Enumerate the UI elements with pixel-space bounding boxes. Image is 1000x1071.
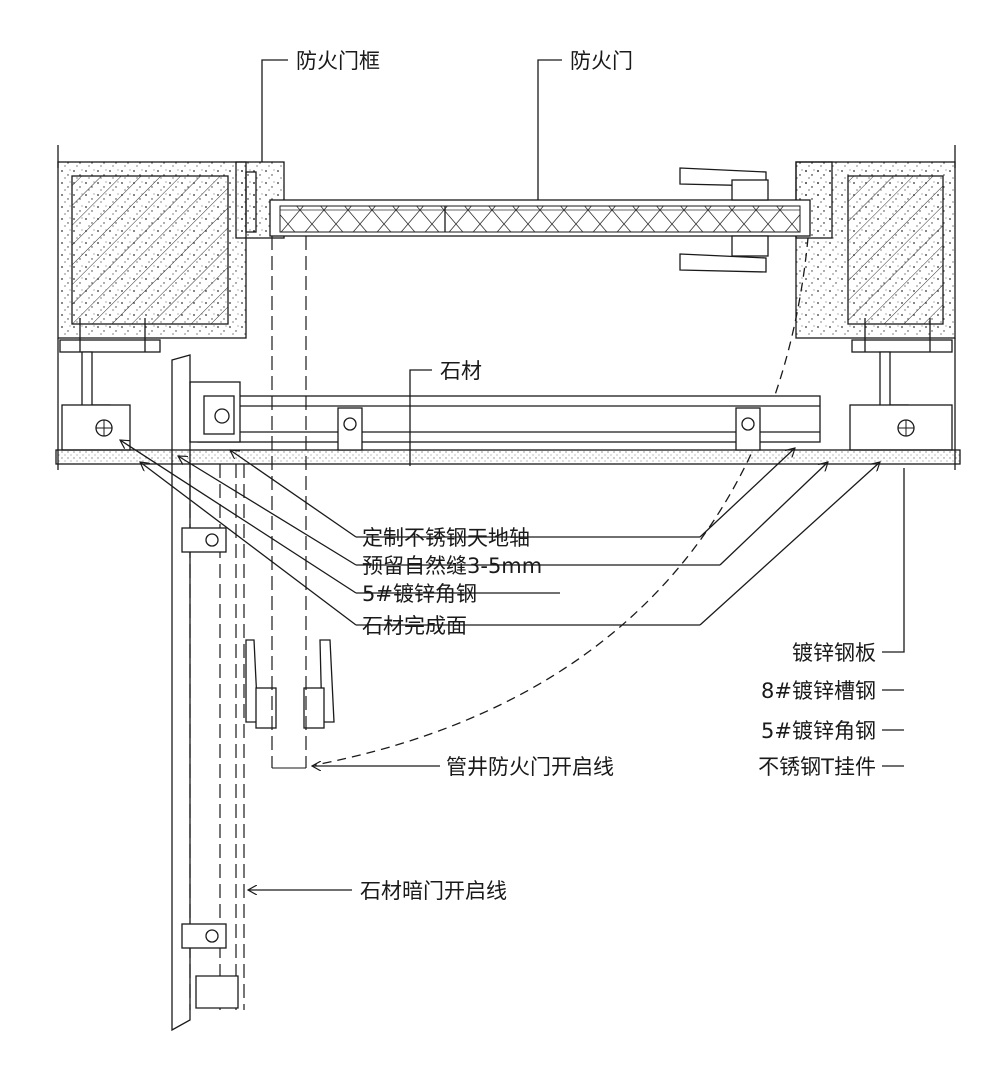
leader-lines	[120, 59, 905, 890]
label-angle-steel-right: 5#镀锌角钢	[761, 719, 876, 743]
label-shaft-door-opening-line: 管井防火门开启线	[446, 755, 614, 779]
label-angle-steel-left: 5#镀锌角钢	[362, 582, 477, 606]
label-channel-steel: 8#镀锌槽钢	[761, 679, 876, 703]
fire-door-leaf	[269, 199, 811, 237]
door-handle	[679, 167, 769, 273]
label-stone: 石材	[440, 359, 482, 383]
right-wall	[795, 145, 956, 339]
left-wall	[57, 145, 285, 339]
label-stone-hidden-door-opening-line: 石材暗门开启线	[360, 879, 507, 903]
fire-door-swing-arc	[314, 237, 809, 766]
door-handle-open-position	[245, 639, 335, 729]
left-steel-bracket	[57, 318, 161, 470]
stone-panel	[55, 395, 961, 465]
label-custom-pivot: 定制不锈钢天地轴	[362, 526, 530, 550]
label-stone-finish-face: 石材完成面	[362, 614, 467, 638]
label-ss-hanger: 不锈钢T挂件	[758, 755, 876, 779]
label-fire-door-frame: 防火门框	[296, 49, 380, 73]
pivot-assembly	[189, 381, 241, 443]
label-galv-plate: 镀锌钢板	[792, 641, 876, 665]
stone-hidden-door-open	[171, 354, 245, 1032]
right-steel-bracket	[849, 318, 956, 470]
label-fire-door: 防火门	[570, 49, 633, 73]
label-natural-gap: 预留自然缝3-5mm	[362, 554, 542, 578]
